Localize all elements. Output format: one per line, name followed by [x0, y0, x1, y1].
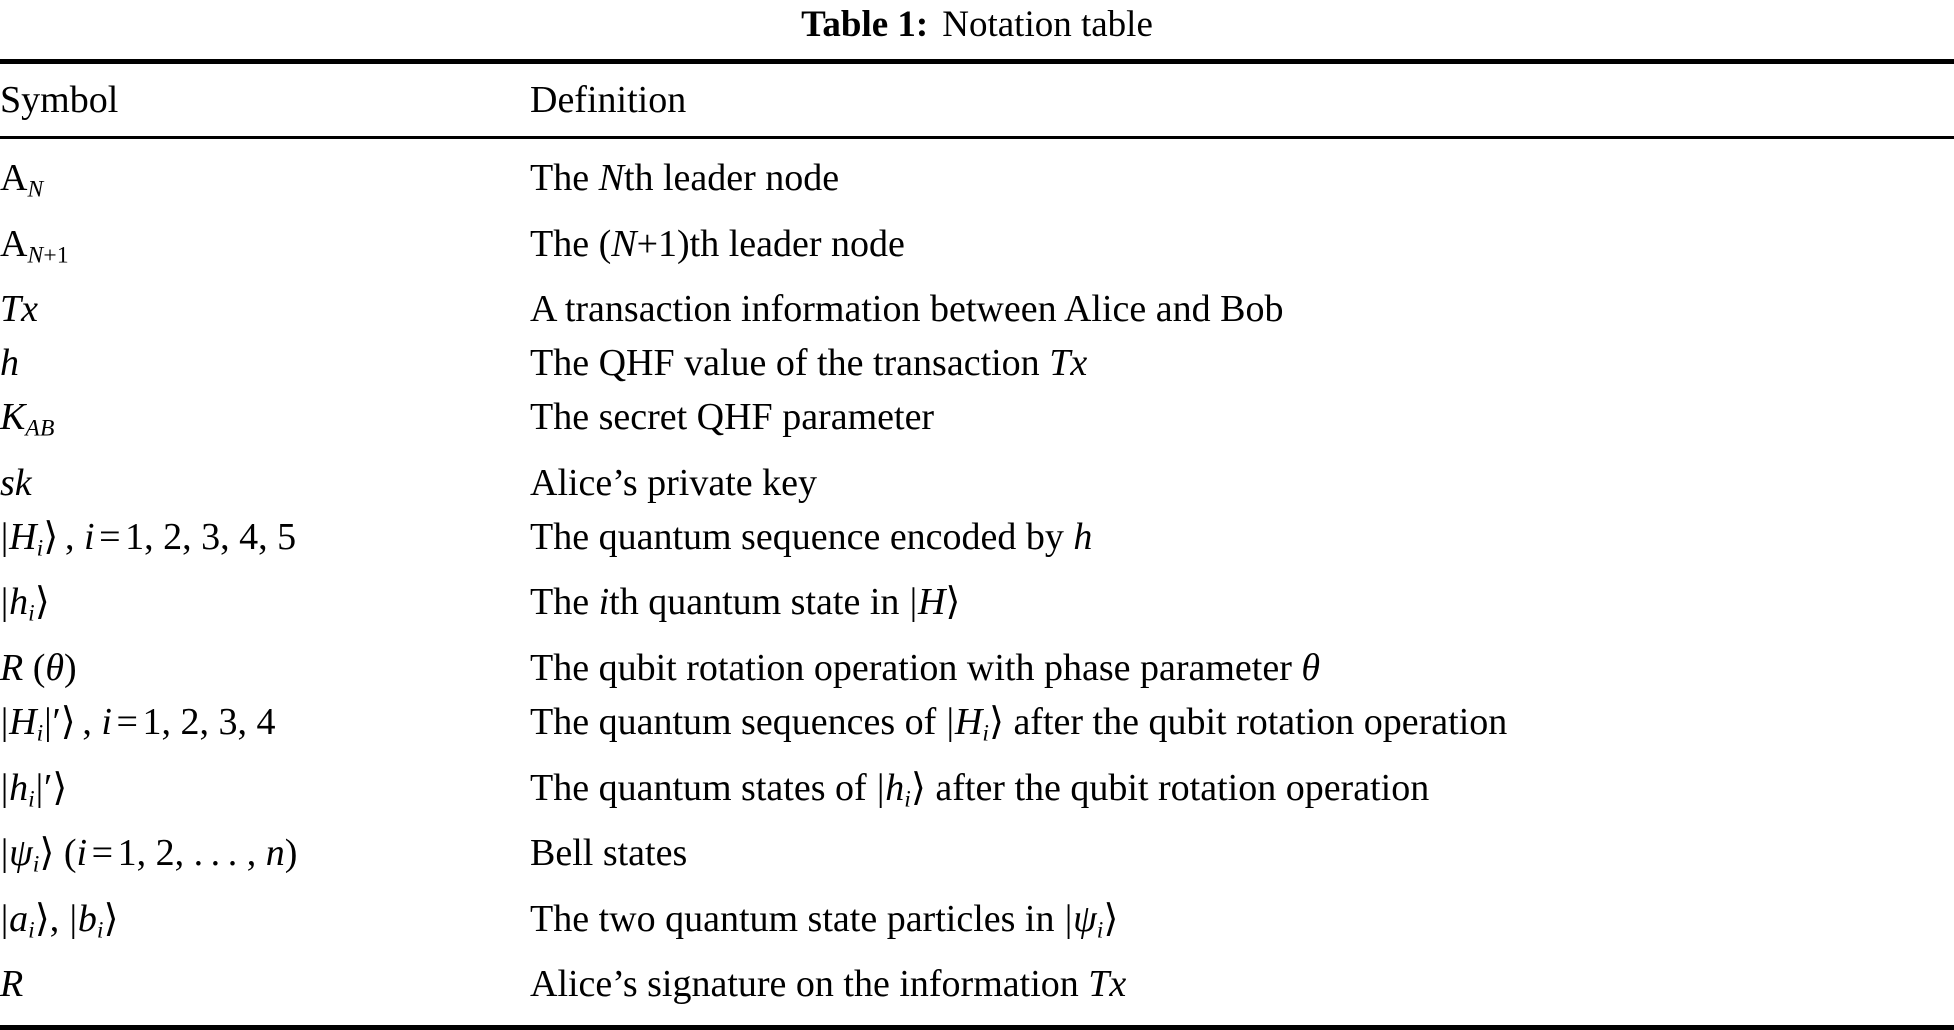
column-header-symbol: Symbol [0, 79, 119, 121]
cell-symbol: sk [0, 461, 32, 504]
caption-label: Table 1: [801, 4, 929, 45]
cell-definition: A transaction information between Alice … [530, 288, 1284, 331]
table-row: AN+1 The (N+1)th leader node [0, 217, 1954, 283]
cell-symbol: |ψi⟩ (i=1, 2, . . . , n) [0, 832, 298, 878]
cell-definition: The secret QHF parameter [530, 396, 935, 439]
column-header-definition: Definition [530, 79, 687, 121]
table-row: R Alice’s signature on the information T… [0, 957, 1954, 1017]
cell-symbol: KAB [0, 396, 55, 442]
table-row: h The QHF value of the transaction Tx [0, 336, 1954, 390]
cell-symbol: AN [0, 157, 44, 203]
table-row: Tx A transaction information between Ali… [0, 282, 1954, 336]
notation-table-body: AN The Nth leader node AN+1 The (N+1)th … [0, 139, 1954, 1017]
table-row: |Hi|′⟩, i=1, 2, 3, 4 The quantum sequenc… [0, 695, 1954, 761]
cell-definition: Alice’s signature on the information Tx [530, 963, 1127, 1006]
table-row: AN The Nth leader node [0, 139, 1954, 217]
table-row: |ψi⟩ (i=1, 2, . . . , n) Bell states [0, 826, 1954, 892]
cell-symbol: Tx [0, 288, 38, 331]
table-row: |ai⟩, |bi⟩ The two quantum state particl… [0, 892, 1954, 958]
table-row: KAB The secret QHF parameter [0, 390, 1954, 456]
cell-symbol: |hi|′⟩ [0, 766, 68, 813]
cell-symbol: |Hi|′⟩, i=1, 2, 3, 4 [0, 700, 276, 747]
table-top-rule [0, 59, 1954, 64]
cell-symbol: |Hi⟩, i=1, 2, 3, 4, 5 [0, 515, 297, 562]
cell-definition: Alice’s private key [530, 461, 818, 504]
cell-symbol: |ai⟩, |bi⟩ [0, 897, 119, 944]
caption-text: Notation table [942, 4, 1153, 45]
table-bottom-rule [0, 1025, 1954, 1030]
cell-symbol: |hi⟩ [0, 581, 50, 627]
table-row: |hi⟩ The ith quantum state in |H⟩ [0, 575, 1954, 641]
table-caption: Table 1: Notation table [0, 0, 1954, 43]
table-header: Symbol Definition [0, 64, 1954, 136]
cell-symbol: AN+1 [0, 222, 69, 269]
table-row: R (θ) The qubit rotation operation with … [0, 641, 1954, 695]
cell-definition: The Nth leader node [530, 157, 840, 199]
cell-symbol: h [0, 342, 19, 385]
notation-table: Symbol Definition [0, 64, 1954, 136]
cell-definition: The two quantum state particles in |ψi⟩ [530, 897, 1119, 944]
cell-definition: The QHF value of the transaction Tx [530, 342, 1088, 385]
table-row: |Hi⟩, i=1, 2, 3, 4, 5 The quantum sequen… [0, 510, 1954, 576]
cell-definition: The (N+1)th leader node [530, 222, 905, 265]
cell-symbol: R [0, 963, 24, 1006]
table-row: sk Alice’s private key [0, 456, 1954, 510]
table-row: |hi|′⟩ The quantum states of |hi⟩ after … [0, 761, 1954, 827]
cell-definition: The quantum sequence encoded by h [530, 515, 1093, 558]
cell-definition: Bell states [530, 832, 688, 875]
table-header-rule [0, 136, 1954, 139]
cell-definition: The qubit rotation operation with phase … [530, 646, 1321, 689]
header-row: Symbol Definition [0, 64, 1954, 136]
cell-symbol: R (θ) [0, 646, 77, 689]
cell-definition: The quantum states of |hi⟩ after the qub… [530, 766, 1430, 813]
cell-definition: The ith quantum state in |H⟩ [530, 581, 961, 624]
cell-definition: The quantum sequences of |Hi⟩ after the … [530, 700, 1508, 747]
